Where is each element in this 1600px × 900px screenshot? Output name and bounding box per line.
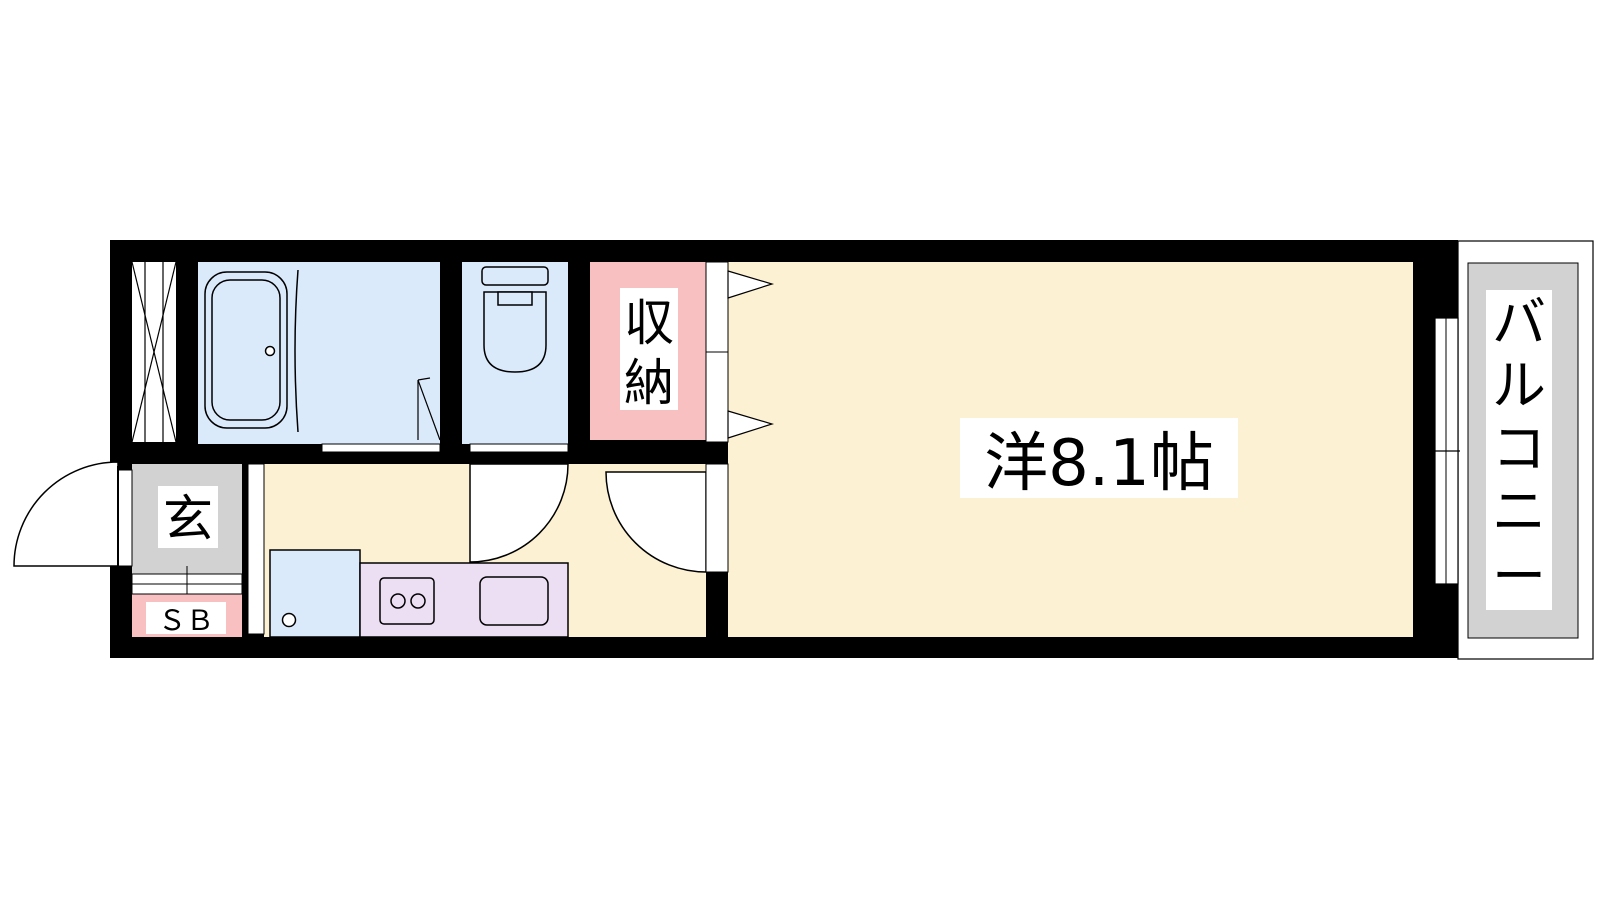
wall-right-top — [1435, 240, 1458, 318]
balcony-label-char: ニ — [1492, 480, 1546, 543]
refrigerator-icon — [269, 549, 361, 638]
kitchen-counter — [359, 562, 569, 638]
western-room-label-bg — [960, 418, 1238, 498]
stove-icon — [379, 577, 435, 625]
balcony-label-char: コ — [1492, 417, 1546, 480]
shoe-box-label-bg — [146, 602, 226, 634]
storage-door-leaves[interactable] — [727, 270, 775, 439]
entrance-label: 玄 — [163, 490, 213, 548]
closet-x-mark — [131, 261, 177, 443]
entrance-label-bg — [158, 486, 218, 548]
front-door[interactable] — [13, 461, 119, 567]
sink-icon — [479, 576, 549, 626]
storage-label-bottom: 納 — [624, 354, 674, 412]
toilet-door[interactable] — [469, 463, 569, 563]
western-room-label: 洋8.1帖 — [984, 427, 1214, 501]
balcony-label-char: ル — [1492, 354, 1546, 417]
bath-opening — [321, 443, 441, 453]
entrance-step — [247, 463, 265, 635]
bathroom-floor — [198, 262, 440, 444]
bathtub-icon — [204, 269, 299, 433]
balcony-label-bg — [1486, 290, 1552, 610]
balcony-label-char: バ — [1492, 291, 1546, 354]
wall-right-bottom — [1435, 584, 1458, 658]
toilet-opening — [469, 443, 569, 453]
bathroom-door[interactable] — [417, 377, 441, 441]
shoe-box-label: ＳＢ — [158, 604, 214, 637]
room-door-jamb — [705, 463, 729, 573]
storage-label-bg — [620, 288, 678, 410]
room-door[interactable] — [605, 471, 707, 573]
toilet-icon — [481, 266, 549, 373]
balcony-label-char: ー — [1492, 545, 1546, 608]
storage-label-top: 収 — [624, 294, 674, 352]
balcony-label: バ ル コ ニ ー — [1492, 291, 1546, 608]
